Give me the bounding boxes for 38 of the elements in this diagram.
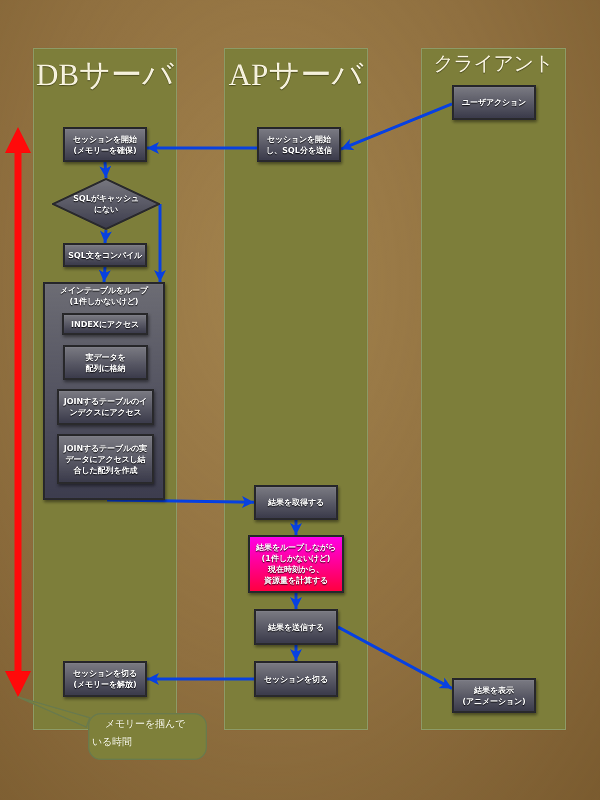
process-box: INDEXにアクセス [62,313,148,335]
process-box: セッションを開始し、SQL分を送信 [257,127,341,162]
process-box: 結果を表示(アニメーション) [452,678,536,713]
arrow [147,142,257,154]
loop-box [43,282,165,500]
arrow [99,162,112,178]
lane-title: クライアント [432,52,554,76]
process-box: セッションを開始(メモリーを確保) [63,127,147,162]
swimlane [33,48,177,730]
process-box: セッションを切る [254,661,338,697]
arrow [290,645,302,661]
arrow [100,230,112,244]
arrow [147,673,254,685]
swimlane [421,48,566,730]
process-box: SQL文をコンパイル [63,243,147,267]
process-box: ユーザアクション [452,85,536,120]
leader-line [17,696,91,728]
process-box: セッションを切る(メモリーを解放) [63,661,147,697]
loop-title: メインテーブルをループ(1件しかないけど) [59,285,150,307]
process-box: JOINするテーブルのインデクスにアクセス [57,389,154,425]
process-box: 結果を取得する [254,485,338,520]
process-box: JOINするテーブルの実データにアクセスし結合した配列を作成 [57,434,154,484]
arrow [340,102,453,150]
decision-diamond: SQLがキャッシュにない [52,178,160,230]
process-box: 結果を送信する [254,609,338,645]
process-box: 結果をループしながら(1件しかないけど)現在時刻から、資源量を計算する [248,535,344,593]
arrow [290,593,302,609]
arrow [337,626,453,690]
callout-bubble: メモリーを掴んでいる時間 [88,713,207,760]
duration-arrow [5,127,31,697]
swimlane [224,48,368,730]
lane-title: DBサーバ [34,56,176,94]
lane-title: APサーバ [228,56,364,94]
arrow [290,520,302,535]
arrow [98,266,111,282]
process-box: 実データを配列に格納 [63,345,148,380]
arrow [107,496,254,508]
arrow [154,204,166,282]
